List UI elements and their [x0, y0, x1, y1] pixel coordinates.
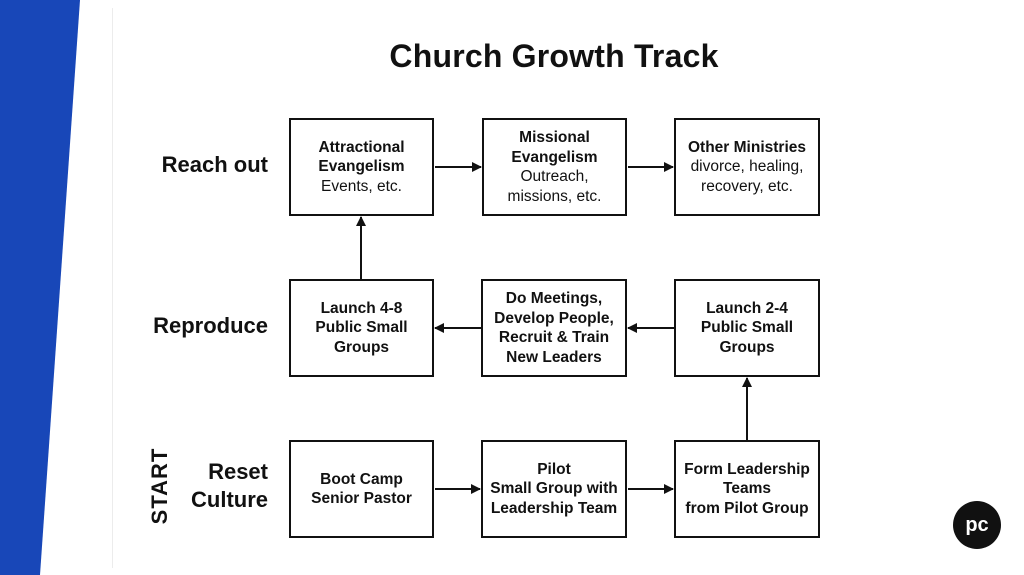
box-title: Evangelism	[318, 158, 405, 176]
row-label-reach-out: Reach out	[161, 152, 268, 177]
box-title: Teams	[723, 480, 771, 498]
box-title: Groups	[333, 338, 390, 356]
box-form-leadership-teams: Form Leadership Teams from Pilot Group	[674, 440, 820, 538]
box-title: Do Meetings,	[505, 290, 603, 307]
box-launch-4-8-groups: Launch 4-8 Public Small Groups	[289, 279, 434, 377]
row-label-reset: Reset	[208, 459, 268, 484]
box-title: Attractional	[318, 138, 405, 156]
box-title: Other Ministries	[688, 138, 806, 156]
box-detail: missions, etc.	[507, 187, 602, 205]
box-title: Launch 4-8	[320, 299, 403, 317]
box-other-ministries: Other Ministries divorce, healing, recov…	[674, 118, 820, 216]
pc-logo-icon: pc	[953, 501, 1001, 549]
box-pilot-small-group: Pilot Small Group with Leadership Team	[481, 440, 627, 538]
box-detail: recovery, etc.	[701, 177, 793, 195]
box-title: Recruit & Train	[498, 329, 610, 346]
box-title: Small Group with	[490, 480, 618, 498]
box-detail: Events, etc.	[321, 177, 402, 195]
box-detail: Outreach,	[520, 168, 589, 185]
row-label-reset-culture: Reset Culture	[180, 458, 268, 514]
box-launch-2-4-groups: Launch 2-4 Public Small Groups	[674, 279, 820, 377]
box-detail: divorce, healing,	[690, 158, 804, 176]
svg-text:pc: pc	[965, 514, 988, 536]
page-divider	[112, 8, 113, 568]
box-missional-evangelism: Missional Evangelism Outreach, missions,…	[482, 118, 627, 216]
box-title: Public Small	[700, 319, 794, 337]
row-label-culture: Culture	[191, 487, 268, 512]
box-attractional-evangelism: Attractional Evangelism Events, etc.	[289, 118, 434, 216]
box-title: Senior Pastor	[311, 490, 412, 507]
box-title: Form Leadership	[684, 460, 810, 478]
box-title: Leadership Team	[490, 499, 618, 517]
box-title: Boot Camp	[320, 470, 403, 488]
box-title: New Leaders	[506, 348, 602, 366]
box-title: from Pilot Group	[685, 499, 809, 517]
box-boot-camp: Boot Camp Senior Pastor	[289, 440, 434, 538]
page-title: Church Growth Track	[389, 38, 719, 74]
blue-side-stripe	[0, 0, 80, 575]
row-label-reproduce: Reproduce	[153, 313, 268, 338]
box-do-meetings: Do Meetings, Develop People, Recruit & T…	[481, 279, 627, 377]
box-title: Evangelism	[511, 148, 598, 166]
box-title: Public Small	[315, 319, 408, 337]
box-title: Develop People,	[494, 309, 614, 327]
box-title: Groups	[719, 338, 775, 356]
box-title: Pilot	[537, 460, 571, 478]
box-title: Launch 2-4	[706, 299, 788, 317]
box-title: Missional	[519, 129, 590, 146]
